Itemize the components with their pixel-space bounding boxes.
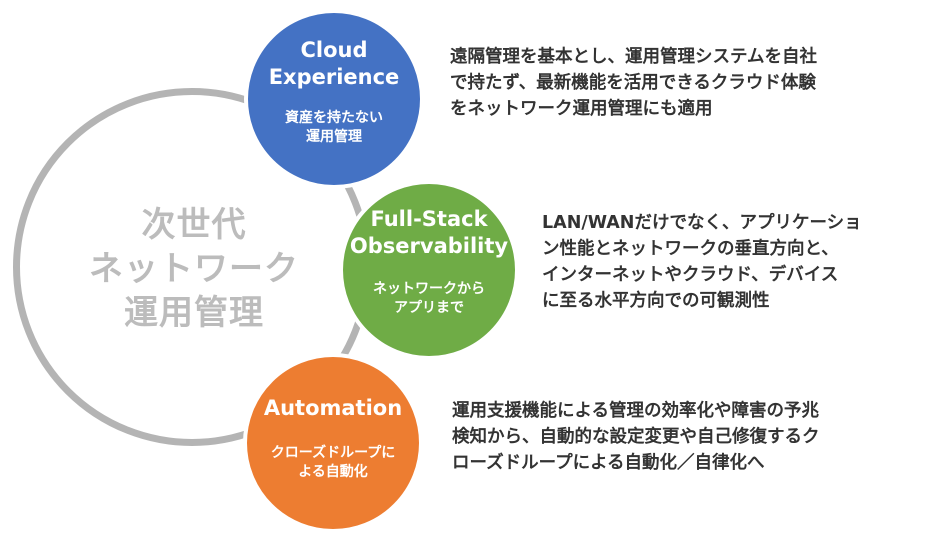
description-cloud-experience: 遠隔管理を基本とし、運用管理システムを自社 で持たず、最新機能を活用できるクラウ…	[450, 44, 817, 122]
node-subtitle: クローズドループに よる自動化	[247, 444, 419, 482]
node-subtitle: ネットワークから アプリまで	[343, 280, 515, 318]
center-title: 次世代 ネットワーク 運用管理	[60, 203, 328, 335]
node-title-line: Cloud	[300, 38, 368, 62]
node-cloud-experience: Cloud Experience 資産を持たない 運用管理	[244, 9, 424, 189]
description-line: インターネットやクラウド、デバイス	[542, 265, 839, 285]
description-line: ン性能とネットワークの垂直方向と、	[542, 239, 839, 259]
node-title-line: Full-Stack	[370, 207, 488, 231]
node-subtitle-line: 運用管理	[306, 129, 362, 145]
node-subtitle-line: 資産を持たない	[285, 110, 383, 126]
description-line: で持たず、最新機能を活用できるクラウド体験	[450, 73, 816, 93]
center-title-line: 次世代	[141, 205, 247, 245]
node-title-line: Observability	[349, 234, 509, 258]
center-title-line: ネットワーク	[89, 249, 299, 289]
description-full-stack-observability: LAN/WANだけでなく、アプリケーショ ン性能とネットワークの垂直方向と、 イ…	[542, 210, 862, 314]
node-title: Full-Stack Observability	[343, 206, 515, 260]
node-automation: Automation クローズドループに よる自動化	[243, 353, 423, 533]
description-line: LAN/WANだけでなく、アプリケーショ	[542, 213, 862, 233]
node-subtitle: 資産を持たない 運用管理	[248, 109, 420, 147]
node-title: Automation	[247, 395, 419, 422]
node-subtitle-line: よる自動化	[298, 464, 368, 480]
node-subtitle-line: アプリまで	[394, 300, 464, 316]
description-line: ローズドループによる自動化／自律化へ	[452, 453, 765, 473]
description-automation: 運用支援機能による管理の効率化や障害の予兆 検知から、自動的な設定変更や自己修復…	[452, 398, 820, 476]
node-full-stack-observability: Full-Stack Observability ネットワークから アプリまで	[339, 180, 519, 360]
description-line: に至る水平方向での可観測性	[542, 291, 770, 311]
description-line: 遠隔管理を基本とし、運用管理システムを自社	[450, 47, 817, 67]
node-subtitle-line: クローズドループに	[270, 445, 396, 461]
description-line: 運用支援機能による管理の効率化や障害の予兆	[452, 401, 819, 421]
description-line: をネットワーク運用管理にも適用	[450, 99, 713, 119]
node-subtitle-line: ネットワークから	[373, 281, 485, 297]
node-title-line: Experience	[268, 65, 400, 89]
node-title-line: Automation	[263, 396, 403, 420]
description-line: 検知から、自動的な設定変更や自己修復するク	[452, 427, 820, 447]
node-title: Cloud Experience	[248, 37, 420, 91]
center-title-line: 運用管理	[124, 293, 264, 333]
